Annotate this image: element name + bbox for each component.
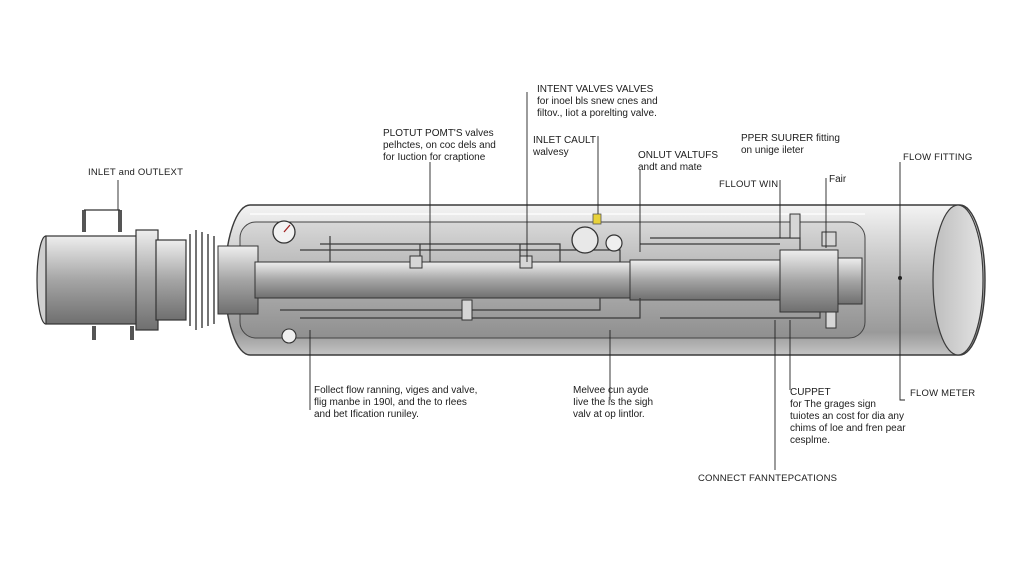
label-melvee-line3: valv at op lintlor. [573, 409, 645, 420]
label-plotut-line2: pelhctes, on coc dels and [383, 140, 496, 151]
central-pipe [254, 236, 863, 319]
label-intent-valves: INTENT VALVES VALVES for inoel bls snew … [537, 84, 658, 120]
label-flout-win: FLLOUT WIN [719, 179, 779, 190]
label-cuppet: CUPPET for The grages sign tuiotes an co… [790, 387, 906, 447]
label-intent-line3: filtov., Iiot a porelting valve. [537, 108, 657, 119]
label-intent-line2: for inoel bls snew cnes and [537, 96, 658, 107]
label-fair: Fair [829, 174, 847, 185]
label-flow-fitting: FLOW FITTING [903, 152, 973, 163]
pressure-gauge-center [571, 213, 623, 254]
valve-cluster [409, 213, 837, 329]
label-melvee-line1: Melvee cun ayde [573, 385, 649, 396]
label-inlet-cault: INLET CAULT walvesy [533, 135, 596, 159]
label-pper-line2: on unige ileter [741, 145, 804, 156]
label-follect-line3: and bet Ification runiley. [314, 409, 419, 420]
label-connect: CONNECT FANNTEPCATIONS [698, 473, 838, 484]
pressure-gauge-left [272, 220, 296, 244]
label-plotut: PLOTUT POMT'S valves pelhctes, on coc de… [383, 128, 496, 164]
label-intent-line1: INTENT VALVES VALVES [537, 84, 654, 95]
label-cuppet-line5: cesplme. [790, 435, 831, 446]
label-inlet-outlet: INLET and OUTLEXT [88, 167, 184, 178]
label-onlut-valtufs: ONLUT VALTUFS andt and mate [638, 150, 718, 174]
label-pper-line1: PPER SUURER fitting [741, 133, 840, 144]
label-flow-meter: FLOW METER [910, 388, 976, 399]
inlet-assembly [36, 209, 259, 340]
label-inlet-cault-line1: INLET CAULT [533, 135, 596, 146]
label-cuppet-line4: chims of loe and fren pear [790, 423, 906, 434]
label-onlut-line2: andt and mate [638, 162, 702, 173]
label-follect: Follect flow ranning, viges and valve, f… [314, 385, 477, 421]
label-melvee: Melvee cun ayde Iive the is the sigh val… [573, 385, 653, 421]
label-cuppet-line1: CUPPET [790, 387, 831, 398]
label-pper-suurer: PPER SUURER fitting on unige ileter [741, 133, 840, 157]
label-melvee-line2: Iive the is the sigh [573, 397, 654, 408]
label-plotut-line1: PLOTUT POMT'S valves [383, 128, 494, 139]
label-cuppet-line2: for The grages sign [790, 399, 876, 410]
label-onlut-line1: ONLUT VALTUFS [638, 150, 719, 161]
leader-lines [117, 92, 905, 470]
label-follect-line2: flig manbe in 190l, and the to rlees [314, 397, 467, 408]
label-cuppet-line3: tuiotes an cost for dia any [790, 411, 904, 422]
small-gauge-bottom [281, 328, 297, 344]
label-inlet-cault-line2: walvesy [533, 147, 569, 158]
label-follect-line1: Follect flow ranning, viges and valve, [314, 385, 478, 396]
label-plotut-line3: for Iuction for craptione [383, 152, 486, 163]
